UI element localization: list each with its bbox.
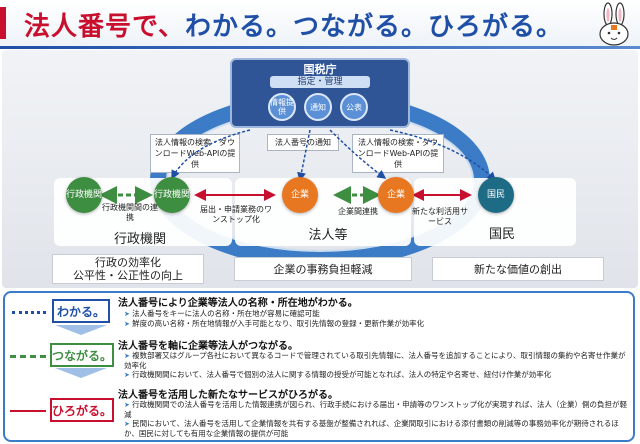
section-1-bullet-2: 鮮度の高い名称・所在地情報が入手可能となり、取引先情報の登録・更新作業が効率化 xyxy=(124,319,629,329)
callout-right: 法人情報の検索・ダウンロードWeb-APIの提供 xyxy=(352,134,444,173)
label-hirogaru: ひろがる。 xyxy=(50,398,114,422)
benefit-corp: 企業の事務負担軽減 xyxy=(234,257,412,281)
red-solid-arrow xyxy=(10,410,46,412)
header-rule xyxy=(0,46,640,49)
flow-arrows xyxy=(99,129,497,204)
down-arrow-2 xyxy=(55,368,107,378)
node-gov-1: 行政機関 xyxy=(66,177,102,213)
node-gov-2: 行政機関 xyxy=(154,177,190,213)
group-citizen: 国民 xyxy=(488,227,515,242)
section-1-bullet-1: 法人番号をキーに法人の名称・所在地が容易に確認可能 xyxy=(124,309,629,319)
benefit-citizen: 新たな価値の創出 xyxy=(432,257,604,281)
section-2-bullet-1: 複数部署又はグループ各社において異なるコードで管理されている取引先情報に、法人番… xyxy=(124,351,629,370)
node-corp-1: 企業 xyxy=(282,177,318,213)
section-2-heading: 法人番号を軸に企業等法人がつながる。 xyxy=(118,341,298,352)
section-2-bullet-2: 行政機関間において、法人番号で個別の法人に関する情報の授受が可能となれば、法人の… xyxy=(124,370,629,380)
blue-dotted-arrow xyxy=(12,311,46,314)
group-gov: 行政機関 xyxy=(113,232,166,247)
label-gov-link: 行政機関間の連携 xyxy=(102,203,158,222)
label-wakaru: わかる。 xyxy=(52,299,110,323)
group-corp: 法人等 xyxy=(308,228,348,243)
header-accent-bar xyxy=(0,7,6,39)
callout-center: 法人番号の通知 xyxy=(267,134,339,151)
node-citizen: 国民 xyxy=(478,177,514,213)
label-tsunagaru: つながる。 xyxy=(50,343,114,367)
label-new-service: 新たな利活用サービス xyxy=(412,207,468,226)
nta-function-publish: 公表 xyxy=(340,93,368,121)
label-corp-link: 企業間連携 xyxy=(338,207,378,216)
section-3-bullet-1: 行政機関間での法人番号を活用した情報連携が図られ、行政手続における届出・申請等の… xyxy=(124,400,629,419)
nta-role: 指定・管理 xyxy=(270,76,370,88)
down-arrow-1 xyxy=(55,325,107,335)
section-3-bullet-2: 民間において、法人番号を活用して企業情報を共有する基盤が整備されれば、企業間取引… xyxy=(124,419,629,438)
nta-function-info: 情報提供 xyxy=(268,93,296,121)
rabbit-mascot-icon xyxy=(594,2,634,46)
header xyxy=(0,0,640,46)
benefit-gov: 行政の効率化 公平性・公正性の向上 xyxy=(52,254,204,284)
nta-title: 国税庁 xyxy=(303,63,337,76)
green-dashed-arrow xyxy=(10,355,46,358)
node-corp-2: 企業 xyxy=(378,177,414,213)
nta-function-notice: 通知 xyxy=(304,93,332,121)
section-3-heading: 法人番号を活用した新たなサービスがひろがる。 xyxy=(118,390,338,401)
label-onestop: 届出・申請業務のワンストップ化 xyxy=(200,205,272,224)
page-title: 法人番号で、わかる。つながる。ひろがる。 xyxy=(24,12,563,42)
section-1-heading: 法人番号により企業等法人の名称・所在地がわかる。 xyxy=(118,298,358,309)
